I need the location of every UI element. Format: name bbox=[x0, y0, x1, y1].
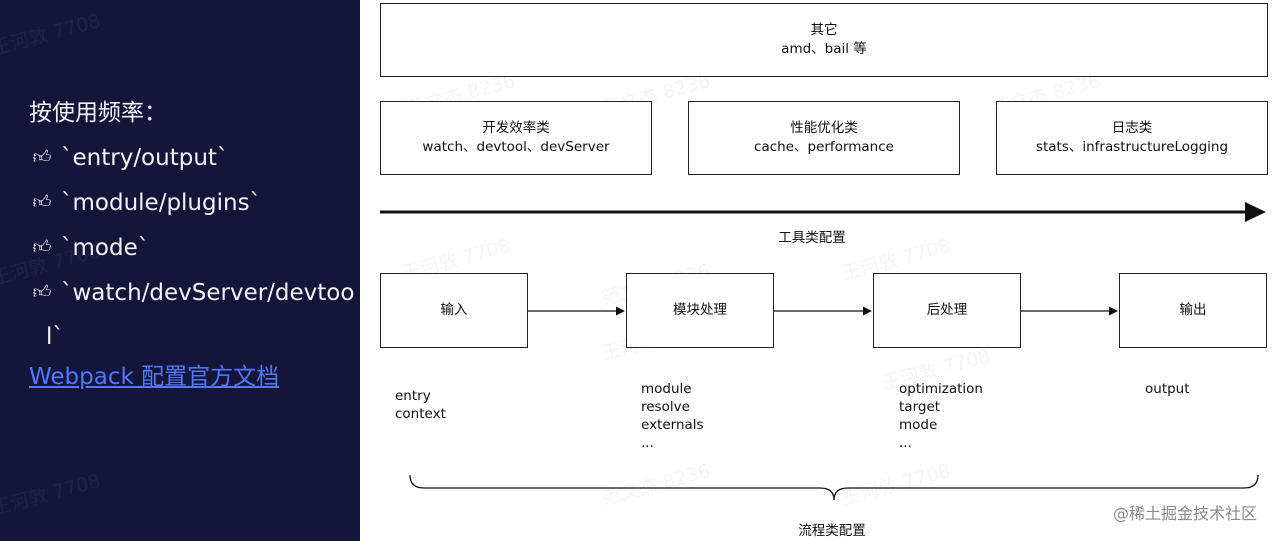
watermark: 王河敦 7708 bbox=[0, 9, 103, 60]
option-output: output bbox=[1145, 381, 1190, 397]
option-context: context bbox=[395, 406, 446, 422]
option-entry: entry bbox=[395, 388, 431, 404]
bullet-text: `module/plugins` bbox=[61, 190, 262, 216]
module-options-list: module resolve externals ... bbox=[641, 380, 704, 452]
option-resolve: resolve bbox=[641, 399, 690, 415]
option-mode: mode bbox=[899, 417, 938, 433]
bullet-wrap-text: l` bbox=[46, 324, 64, 350]
performance-box: 性能优化类 cache、performance bbox=[688, 101, 960, 175]
flow-step-title: 后处理 bbox=[926, 302, 968, 318]
thumbs-up-icon: 👍︎ bbox=[32, 192, 52, 213]
dev-efficiency-items: watch、devtool、devServer bbox=[422, 139, 610, 155]
bullet-text: `mode` bbox=[61, 235, 150, 261]
flow-step-post-process: 后处理 bbox=[873, 273, 1021, 348]
dev-efficiency-title: 开发效率类 bbox=[482, 120, 550, 136]
option-target: target bbox=[899, 399, 941, 415]
performance-items: cache、performance bbox=[754, 139, 894, 155]
flow-step-title: 输出 bbox=[1179, 302, 1207, 318]
output-options-list: output bbox=[1145, 380, 1190, 398]
option-module: module bbox=[641, 381, 692, 397]
bullet-item: 👍︎ `watch/devServer/devtoo bbox=[29, 278, 355, 308]
diagram-connectors bbox=[380, 202, 1266, 501]
dev-efficiency-box: 开发效率类 watch、devtool、devServer bbox=[380, 101, 652, 175]
flow-step-output: 输出 bbox=[1119, 273, 1267, 348]
bullet-item: 👍︎ `mode` bbox=[29, 233, 150, 263]
watermark: 王河敦 7708 bbox=[0, 469, 103, 520]
usage-heading: 按使用频率： bbox=[29, 100, 167, 126]
config-diagram: 王河敦 7708 王河敦 7708 王河敦 7708 范文杰 8236 范文杰 … bbox=[360, 0, 1275, 541]
docs-link-line: Webpack 配置官方文档 bbox=[29, 362, 279, 392]
tool-config-axis-arrowhead bbox=[1245, 202, 1266, 222]
flow-config-label: 流程类配置 bbox=[798, 523, 866, 539]
tool-config-label: 工具类配置 bbox=[778, 230, 846, 246]
bullet-item: 👍︎ `module/plugins` bbox=[29, 188, 261, 218]
logging-box: 日志类 stats、infrastructureLogging bbox=[996, 101, 1268, 175]
option-optimization: optimization bbox=[899, 381, 983, 397]
bullet-text: `watch/devServer/devtoo bbox=[61, 280, 355, 306]
input-options-list: entry context bbox=[395, 387, 446, 423]
other-config-items: amd、bail 等 bbox=[781, 41, 867, 57]
flow-step-module: 模块处理 bbox=[626, 273, 774, 348]
bullet-text: `entry/output` bbox=[61, 145, 229, 171]
performance-title: 性能优化类 bbox=[790, 120, 858, 136]
left-panel: 王河敦 7708 王河敦 7708 王河敦 7708 按使用频率： 👍︎`ent… bbox=[0, 0, 360, 541]
thumbs-up-icon: 👍︎ bbox=[32, 282, 52, 303]
source-credit: @稀土掘金技术社区 bbox=[1112, 504, 1257, 523]
other-config-title: 其它 bbox=[810, 22, 838, 38]
option-ellipsis: ... bbox=[641, 435, 654, 451]
thumbs-up-icon: 👍︎ bbox=[32, 147, 52, 168]
flow-step-title: 输入 bbox=[440, 302, 468, 318]
logging-title: 日志类 bbox=[1111, 120, 1153, 136]
post-process-options-list: optimization target mode ... bbox=[899, 380, 983, 452]
thumbs-up-icon: 👍︎ bbox=[32, 237, 52, 258]
flow-config-brace bbox=[409, 474, 1259, 501]
flow-step-title: 模块处理 bbox=[673, 302, 727, 318]
other-config-box: 其它 amd、bail 等 bbox=[380, 3, 1268, 77]
logging-items: stats、infrastructureLogging bbox=[1035, 139, 1229, 155]
webpack-docs-link[interactable]: Webpack 配置官方文档 bbox=[29, 364, 280, 390]
bullet-item: 👍︎ `entry/output` bbox=[29, 143, 229, 173]
flow-step-input: 输入 bbox=[380, 273, 528, 348]
option-ellipsis: ... bbox=[899, 435, 912, 451]
option-externals: externals bbox=[641, 417, 704, 433]
